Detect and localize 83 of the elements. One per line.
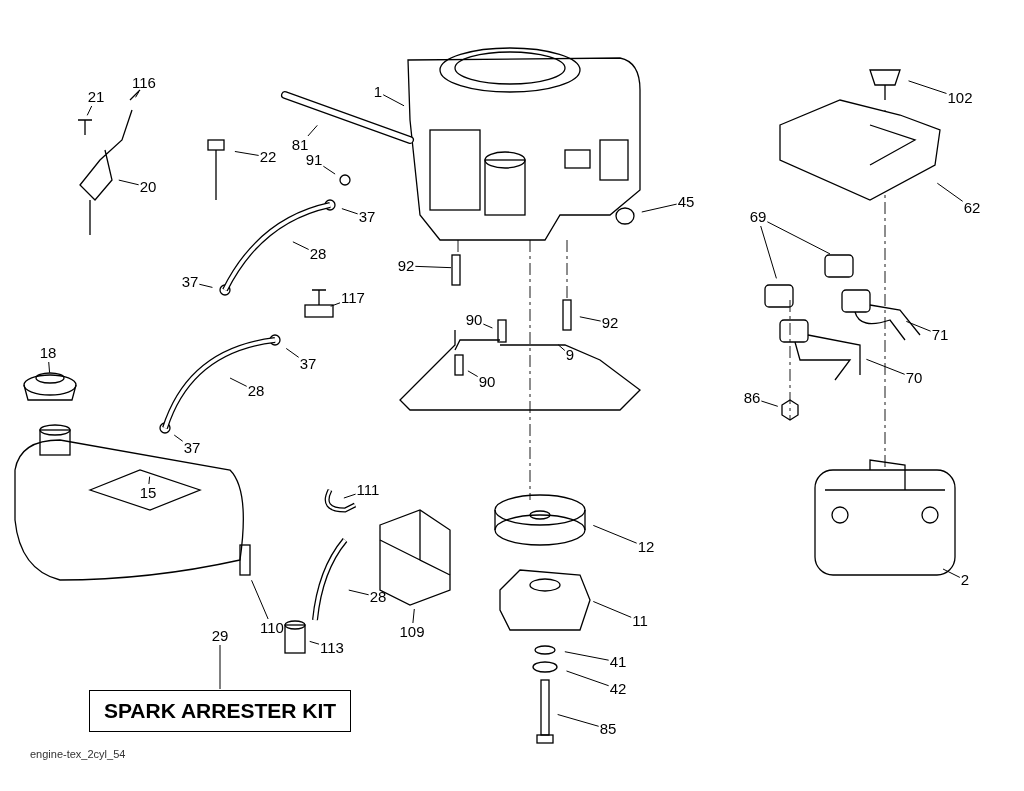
callout-number: 81	[291, 137, 309, 153]
callout-number: 71	[931, 327, 949, 343]
leader-line	[908, 80, 947, 94]
callout-number: 2	[960, 572, 970, 588]
leader-line	[330, 302, 341, 307]
callout-number: 22	[259, 149, 277, 165]
leader-line	[219, 644, 221, 690]
callout-number: 21	[87, 89, 105, 105]
callout-number: 90	[465, 312, 483, 328]
leader-line	[148, 476, 151, 485]
drawing-reference-note: engine-tex_2cyl_54	[30, 748, 126, 760]
leader-line	[412, 608, 415, 624]
leader-line	[467, 370, 479, 378]
callout-number: 116	[132, 75, 156, 91]
callout-number: 28	[247, 383, 265, 399]
callout-number: 92	[397, 258, 415, 274]
leader-line	[592, 524, 638, 544]
leader-line	[135, 91, 140, 98]
callout-number: 85	[599, 721, 617, 737]
callout-number: 62	[963, 200, 981, 216]
leader-line	[482, 323, 493, 329]
callout-number: 28	[369, 589, 387, 605]
callout-number: 12	[637, 539, 655, 555]
leader-line	[760, 225, 777, 279]
callout-number: 69	[749, 209, 767, 225]
leader-line	[343, 493, 357, 499]
leader-line	[760, 400, 779, 407]
leader-line	[766, 221, 831, 255]
leader-line	[86, 105, 93, 116]
leader-line	[641, 203, 678, 213]
leader-line	[48, 361, 51, 374]
leader-line	[905, 320, 932, 332]
leader-line	[292, 241, 310, 250]
callout-number: 18	[39, 345, 57, 361]
callout-number: 1	[373, 84, 383, 100]
callout-number: 9	[565, 347, 575, 363]
leader-line	[285, 347, 300, 358]
callout-number: 110	[260, 620, 284, 636]
callout-number: 90	[478, 374, 496, 390]
leader-line	[251, 579, 269, 620]
callout-number: 11	[632, 613, 648, 629]
callout-number: 37	[181, 274, 199, 290]
callout-number: 102	[947, 90, 973, 106]
leader-line	[118, 179, 140, 186]
callout-number: 37	[358, 209, 376, 225]
leader-line	[382, 94, 405, 107]
leader-line	[309, 640, 320, 645]
callout-number: 45	[677, 194, 695, 210]
callout-number: 37	[183, 440, 201, 456]
leader-line	[557, 714, 600, 727]
leader-line	[414, 265, 452, 269]
leader-line	[307, 124, 318, 137]
callout-number: 28	[309, 246, 327, 262]
callout-number: 20	[139, 179, 157, 195]
leader-line	[557, 344, 566, 351]
leader-line	[229, 377, 248, 387]
callout-number: 91	[305, 152, 323, 168]
callout-number: 86	[743, 390, 761, 406]
leader-line	[936, 182, 964, 202]
callout-number: 92	[601, 315, 619, 331]
callout-number: 70	[905, 370, 923, 386]
callout-number: 117	[341, 290, 365, 306]
callout-number: 113	[320, 640, 344, 656]
leader-line	[348, 589, 370, 596]
callout-number: 111	[356, 482, 380, 498]
leader-line	[579, 316, 602, 322]
leader-line	[322, 165, 336, 175]
leader-line	[592, 600, 632, 618]
leader-line	[198, 283, 213, 288]
leader-line	[566, 670, 610, 687]
callout-number: 41	[609, 654, 627, 670]
leader-line	[341, 208, 359, 215]
callout-number: 15	[139, 485, 157, 501]
kit-label-box: SPARK ARRESTER KIT	[88, 690, 352, 732]
callout-number: 37	[299, 356, 317, 372]
callout-number: 42	[609, 681, 627, 697]
leader-line	[234, 151, 260, 156]
leader-line	[865, 358, 906, 375]
leader-line	[942, 568, 961, 578]
leader-line	[564, 651, 610, 661]
leader-line	[173, 434, 184, 442]
callout-number: 109	[399, 624, 425, 640]
callout-number: 29	[211, 628, 229, 644]
